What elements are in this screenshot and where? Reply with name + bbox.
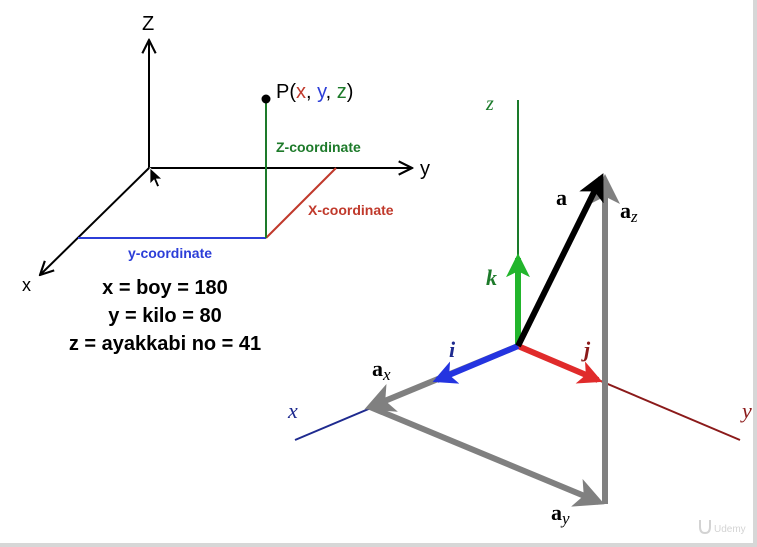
right-axis-y-label: y — [740, 398, 752, 423]
y-coordinate-label: y-coordinate — [128, 245, 212, 261]
unit-vector-j — [516, 343, 603, 384]
left-x-axis — [40, 167, 150, 275]
x-coordinate-label: X-coordinate — [308, 202, 394, 218]
z-coordinate-label: Z-coordinate — [276, 139, 361, 155]
left-axis-x-label: x — [22, 275, 31, 295]
component-ay-label: ay — [551, 500, 570, 528]
unit-j-label: j — [581, 337, 591, 362]
component-ax-label: ax — [372, 356, 391, 384]
unit-k-label: k — [486, 265, 497, 290]
equation-y: y = kilo = 80 — [108, 305, 221, 327]
left-axis-z-label: Z — [142, 13, 154, 35]
point-p-label: P(x, y, z) — [276, 81, 353, 103]
left-coordinate-system: Z y x P(x, y, z) Z-coordinate X-coordina… — [22, 13, 430, 355]
left-x-coordinate-line — [265, 167, 337, 239]
watermark: Udemy — [699, 520, 746, 535]
right-axis-z-label: z — [485, 93, 494, 115]
equation-x: x = boy = 180 — [102, 277, 228, 299]
component-az-label: az — [620, 198, 638, 226]
udemy-logo-icon — [699, 520, 711, 535]
vector-ay — [368, 404, 605, 507]
unit-i-label: i — [449, 337, 456, 362]
right-vector-system: z x y k i j a az ax ay — [287, 93, 752, 528]
point-p — [261, 94, 271, 104]
left-axis-y-label: y — [420, 158, 430, 180]
right-axis-x-label: x — [287, 398, 298, 423]
vector-a-label: a — [556, 185, 567, 210]
mouse-cursor-icon — [149, 167, 164, 188]
equation-z: z = ayakkabi no = 41 — [69, 333, 261, 355]
watermark-text: Udemy — [714, 524, 746, 535]
unit-vector-i — [432, 343, 520, 384]
vector-a — [515, 173, 604, 348]
